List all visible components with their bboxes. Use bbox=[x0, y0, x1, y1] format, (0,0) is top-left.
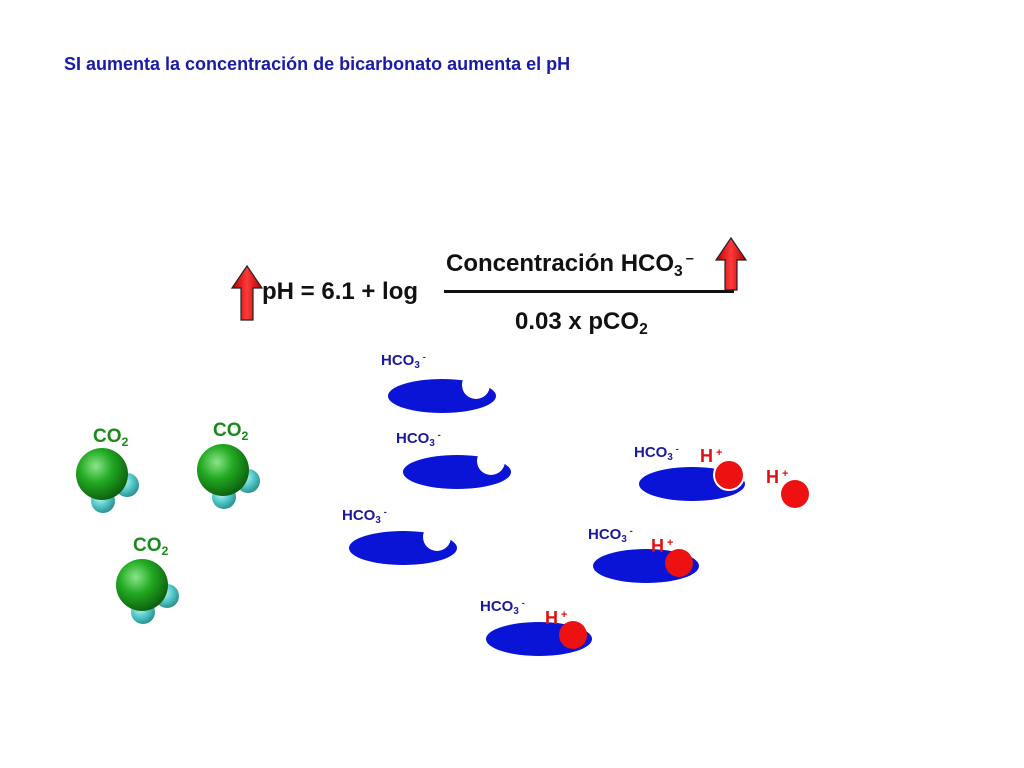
bicarbonate-label: HCO3- bbox=[634, 444, 679, 464]
bicarbonate-molecule-icon bbox=[403, 447, 511, 489]
co2-molecule-icon bbox=[197, 444, 260, 509]
bicarbonate-molecule-icon bbox=[349, 523, 457, 565]
co2-label: CO2 bbox=[93, 426, 129, 450]
proton-icon bbox=[665, 549, 693, 577]
proton-icon bbox=[781, 480, 809, 508]
bicarbonate-label: HCO3- bbox=[480, 598, 525, 618]
formula-numerator: Concentración HCO3– bbox=[446, 250, 694, 281]
up-arrow-icon bbox=[230, 264, 264, 321]
proton-label: H+ bbox=[700, 446, 723, 466]
formula-denominator: 0.03 x pCO2 bbox=[515, 308, 648, 339]
formula-left-side: pH = 6.1 + log bbox=[262, 278, 419, 305]
co2-molecule-icon bbox=[116, 559, 179, 624]
up-arrow-icon bbox=[714, 236, 748, 291]
proton-label: H+ bbox=[545, 608, 568, 628]
proton-label: H+ bbox=[651, 536, 674, 556]
co2-molecule-icon bbox=[76, 448, 139, 513]
slide-title: SI aumenta la concentración de bicarbona… bbox=[64, 54, 571, 74]
co2-label: CO2 bbox=[213, 420, 249, 444]
bicarbonate-label: HCO3- bbox=[396, 430, 441, 450]
bicarbonate-molecule-icon bbox=[388, 371, 496, 413]
proton-icon bbox=[559, 621, 587, 649]
proton-label: H+ bbox=[766, 467, 789, 487]
proton-icon bbox=[713, 459, 745, 491]
bicarbonate-label: HCO3- bbox=[381, 352, 426, 372]
fraction-bar bbox=[444, 290, 734, 293]
bicarbonate-label: HCO3- bbox=[342, 507, 387, 527]
bicarbonate-label: HCO3- bbox=[588, 526, 633, 546]
co2-label: CO2 bbox=[133, 535, 169, 559]
